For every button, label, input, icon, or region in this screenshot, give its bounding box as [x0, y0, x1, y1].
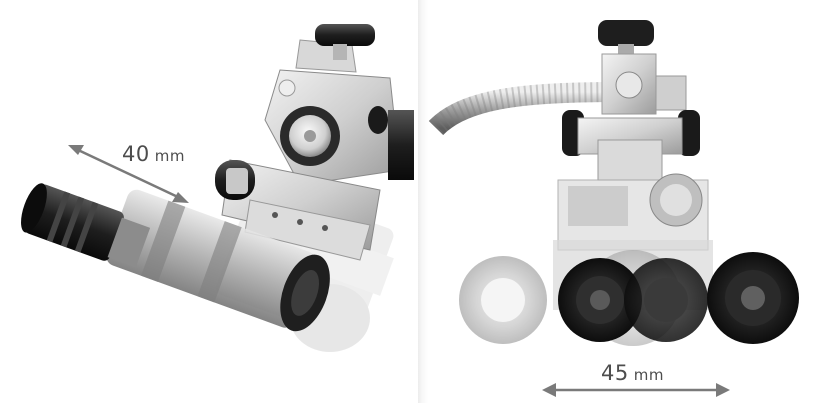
dimension-value: 45 [601, 361, 629, 385]
right-microscope-illustration [428, 20, 799, 397]
eyepiece-tube [106, 189, 330, 332]
dimension-unit: mm [154, 147, 185, 165]
top-knob [315, 24, 375, 46]
side-knob-right [678, 110, 700, 156]
right-photo-panel [428, 0, 820, 403]
black-eyepiece [21, 183, 151, 268]
eyepiece-right [707, 252, 799, 344]
eyepiece-left [558, 258, 642, 342]
dimension-arrow-left [68, 145, 189, 203]
panel-divider [418, 0, 428, 403]
focus-block [264, 24, 414, 186]
dimension-arrow-right [542, 383, 730, 397]
eyepiece-center [624, 258, 708, 342]
dimension-unit: mm [633, 366, 664, 384]
ghost-eyepiece-left [459, 256, 547, 344]
dimension-value: 40 [122, 142, 150, 166]
left-microscope-illustration [21, 24, 414, 352]
top-knob-right [598, 20, 654, 46]
slider-bracket [215, 159, 381, 261]
